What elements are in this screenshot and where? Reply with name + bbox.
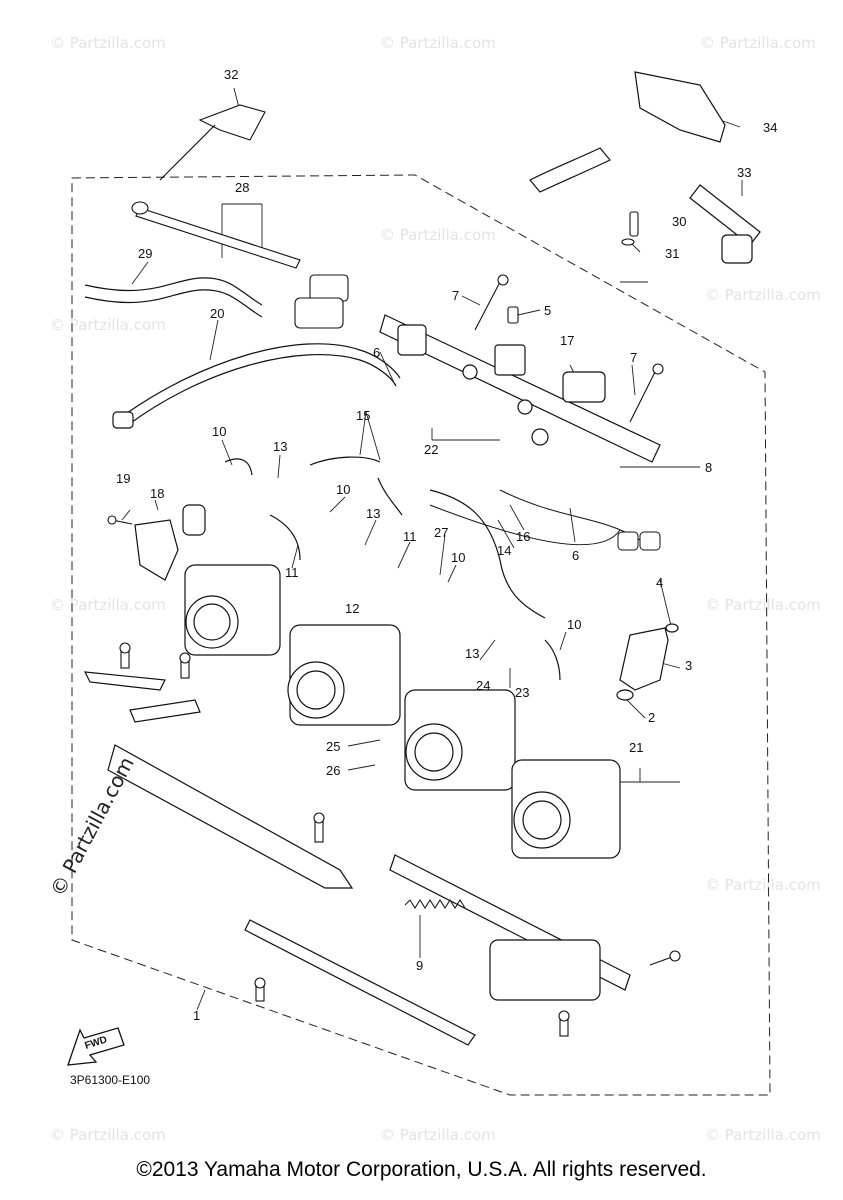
watermark-text: © Partzilla.com bbox=[380, 226, 496, 244]
watermark-text: © Partzilla.com bbox=[700, 34, 816, 52]
throttle-screw-assembly bbox=[131, 104, 349, 329]
callout-15: 15 bbox=[356, 408, 370, 423]
callout-26: 26 bbox=[326, 763, 340, 778]
watermark-layer: © Partzilla.com © Partzilla.com © Partzi… bbox=[50, 34, 821, 1144]
hoses-33-34 bbox=[529, 71, 761, 264]
fuel-rail-upper bbox=[379, 314, 661, 463]
wiring-harness bbox=[429, 489, 661, 551]
watermark-text: © Partzilla.com bbox=[50, 1126, 166, 1144]
callout-7: 7 bbox=[452, 288, 459, 303]
callout-21: 21 bbox=[629, 740, 643, 755]
callout-10: 10 bbox=[212, 424, 226, 439]
callout-2: 2 bbox=[648, 710, 655, 725]
injector-3 bbox=[616, 623, 679, 701]
callout-16: 16 bbox=[516, 529, 530, 544]
callout-25: 25 bbox=[326, 739, 340, 754]
callout-28: 28 bbox=[235, 180, 249, 195]
callout-8: 8 bbox=[705, 460, 712, 475]
callout-1: 1 bbox=[193, 1008, 200, 1023]
callout-34: 34 bbox=[763, 120, 777, 135]
callout-31: 31 bbox=[665, 246, 679, 261]
throttle-body-1 bbox=[184, 564, 281, 656]
cable-20 bbox=[112, 343, 401, 429]
callout-22: 22 bbox=[424, 442, 438, 457]
callout-19: 19 bbox=[116, 471, 130, 486]
callout-6b: 6 bbox=[572, 548, 579, 563]
cable-29 bbox=[84, 277, 263, 318]
watermark-text: © Partzilla.com bbox=[50, 34, 166, 52]
watermark-text: © Partzilla.com bbox=[705, 1126, 821, 1144]
fwd-arrow: FWD bbox=[67, 1027, 125, 1066]
bolt-group bbox=[107, 211, 681, 1037]
sensors bbox=[134, 371, 606, 581]
callout-27: 27 bbox=[434, 525, 448, 540]
callout-10c: 10 bbox=[451, 550, 465, 565]
callout-14: 14 bbox=[497, 543, 511, 558]
callout-23: 23 bbox=[515, 685, 529, 700]
callout-labels: 1 2 3 4 5 6 6 7 7 8 9 10 10 10 10 11 11 … bbox=[116, 67, 777, 1023]
callout-32: 32 bbox=[224, 67, 238, 82]
callout-11: 11 bbox=[285, 565, 299, 580]
assembly-boundary bbox=[71, 174, 771, 1096]
watermark-text: © Partzilla.com bbox=[705, 876, 821, 894]
throttle-body-4 bbox=[511, 759, 621, 859]
watermark-text: © Partzilla.com bbox=[705, 286, 821, 304]
watermark-diagonal: © Partzilla.com bbox=[45, 753, 139, 901]
callout-3: 3 bbox=[685, 658, 692, 673]
callout-6: 6 bbox=[373, 345, 380, 360]
spring-9 bbox=[404, 899, 466, 909]
watermark-text: © Partzilla.com bbox=[380, 34, 496, 52]
callout-18: 18 bbox=[150, 486, 164, 501]
callout-13c: 13 bbox=[465, 646, 479, 661]
link-bar-lower bbox=[83, 671, 354, 889]
small-hoses bbox=[224, 456, 561, 681]
callout-29: 29 bbox=[138, 246, 152, 261]
callout-24: 24 bbox=[476, 678, 490, 693]
callout-10b: 10 bbox=[336, 482, 350, 497]
copyright-footer: ©2013 Yamaha Motor Corporation, U.S.A. A… bbox=[136, 1158, 707, 1181]
callout-13b: 13 bbox=[366, 506, 380, 521]
callout-7b: 7 bbox=[630, 350, 637, 365]
callout-12: 12 bbox=[345, 601, 359, 616]
throttle-body-2 bbox=[287, 624, 401, 726]
callout-20: 20 bbox=[210, 306, 224, 321]
callout-33: 33 bbox=[737, 165, 751, 180]
callout-11b: 11 bbox=[403, 529, 417, 544]
diagram-code: 3P61300-E100 bbox=[70, 1073, 151, 1087]
callout-5: 5 bbox=[544, 303, 551, 318]
callout-13: 13 bbox=[273, 439, 287, 454]
callout-17: 17 bbox=[560, 333, 574, 348]
watermark-text: © Partzilla.com bbox=[380, 1126, 496, 1144]
callout-9: 9 bbox=[416, 958, 423, 973]
callout-30: 30 bbox=[672, 214, 686, 229]
watermark-text: © Partzilla.com bbox=[50, 596, 166, 614]
callout-4: 4 bbox=[656, 575, 663, 590]
callout-10d: 10 bbox=[567, 617, 581, 632]
throttle-body-3 bbox=[404, 689, 516, 791]
watermark-text: © Partzilla.com bbox=[705, 596, 821, 614]
watermark-text: © Partzilla.com bbox=[50, 316, 166, 334]
link-plate-lower bbox=[244, 854, 631, 1046]
